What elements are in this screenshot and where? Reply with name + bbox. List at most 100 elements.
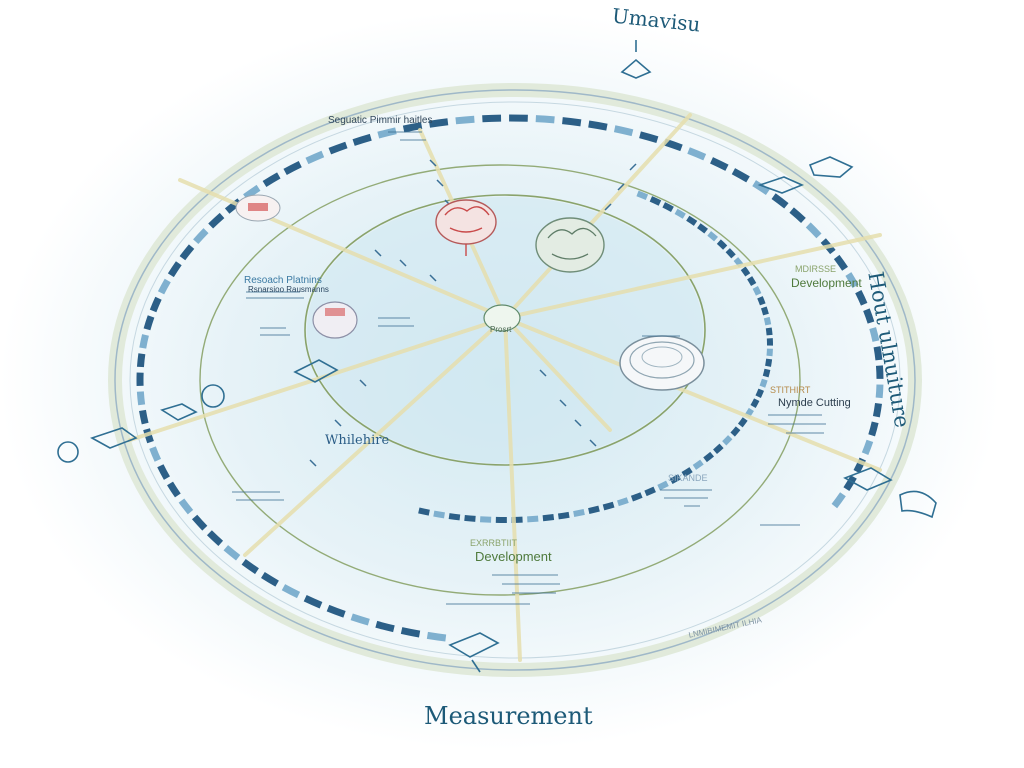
brain-red-illustration (435, 199, 497, 256)
label-cutting-top: STITHIRT (770, 385, 811, 395)
band-segment (662, 202, 674, 212)
band-segment (805, 222, 822, 239)
band-segment (845, 272, 859, 288)
blue-segment-band-outer (136, 114, 884, 642)
band-segment (765, 327, 773, 336)
band-segment (636, 190, 649, 200)
band-segment (657, 480, 669, 491)
band-segment (375, 620, 395, 633)
band-segment (208, 212, 225, 229)
band-segment (557, 511, 570, 520)
band-segment (352, 133, 372, 146)
label-dev-right: Development (791, 276, 862, 290)
band-segment (855, 290, 868, 306)
band-segment (305, 150, 325, 165)
band-segment (762, 368, 771, 378)
band-segment (613, 125, 634, 137)
lab-illustration (312, 301, 358, 339)
band-segment (755, 388, 764, 398)
band-segment (674, 208, 686, 219)
band-segment (789, 207, 806, 223)
band-segment (464, 514, 476, 522)
label-cutting: Nymde Cutting (778, 397, 851, 409)
band-segment (588, 120, 608, 131)
band-segment (193, 228, 209, 245)
machine-icon-top (620, 40, 652, 79)
band-segment (602, 501, 615, 511)
band-segment (644, 486, 656, 497)
band-segment (191, 514, 208, 531)
band-segment (535, 115, 555, 124)
band-segment (261, 572, 279, 587)
band-segment (617, 497, 629, 507)
band-segment (479, 516, 492, 523)
band-segment (875, 384, 884, 399)
band-segment (350, 613, 370, 626)
machine-icon-right (843, 467, 937, 519)
band-segment (223, 545, 241, 561)
band-segment (747, 276, 757, 286)
band-segment (669, 474, 682, 484)
band-segment (863, 308, 875, 324)
band-segment (136, 353, 146, 368)
band-segment (730, 426, 741, 437)
band-segment (731, 168, 750, 183)
band-segment (400, 627, 421, 638)
band-segment (681, 467, 693, 478)
band-segment (869, 327, 880, 342)
band-segment (725, 248, 736, 259)
green-ring-mid (199, 164, 801, 596)
band-segment (843, 475, 857, 492)
band-segment (588, 505, 600, 514)
band-segment (303, 595, 323, 609)
band-segment (562, 117, 582, 127)
band-segment (630, 492, 643, 502)
band-segment (765, 358, 773, 367)
band-segment (527, 515, 539, 523)
band-segment (692, 459, 704, 470)
band-segment (143, 315, 155, 331)
band-segment (157, 278, 171, 295)
band-segment (697, 223, 708, 234)
band-segment (759, 378, 768, 388)
band-segment (433, 510, 445, 519)
band-segment (771, 193, 789, 209)
band-segment (157, 464, 170, 480)
band-segment (649, 196, 662, 206)
band-segment (139, 409, 149, 425)
band-segment (149, 296, 162, 313)
disc-illustration (619, 335, 705, 391)
band-segment (833, 254, 848, 271)
small-red-badge (235, 194, 281, 222)
band-segment (722, 435, 733, 446)
band-segment (716, 239, 728, 250)
outer-ring-inner-edge (129, 101, 901, 659)
green-ring-inner (304, 194, 706, 466)
label-dev-bottom-top: EXRRBTIIT (470, 538, 518, 548)
band-segment (179, 244, 195, 261)
machine-icon-left (57, 359, 339, 463)
band-segment (448, 513, 461, 521)
band-segment (542, 514, 555, 522)
band-segment (167, 481, 181, 498)
band-segment (752, 286, 762, 296)
band-segment (418, 507, 430, 516)
band-segment (763, 316, 772, 326)
machine-icon-bottom (448, 632, 500, 673)
band-segment (740, 266, 751, 277)
band-segment (206, 530, 224, 546)
band-segment (281, 584, 301, 599)
band-segment (872, 403, 882, 418)
band-segment (149, 446, 162, 462)
band-segment (402, 122, 423, 133)
band-segment (639, 131, 659, 144)
band-segment (426, 631, 447, 642)
label-dev-right-top: MDIRSSE (795, 264, 837, 274)
center-node (483, 304, 521, 332)
band-segment (750, 398, 760, 408)
band-segment (752, 180, 770, 196)
band-segment (831, 492, 846, 509)
band-segment (262, 172, 281, 187)
label-dev-bottom: Development (475, 549, 552, 564)
label-center: Prosrt (490, 325, 512, 334)
